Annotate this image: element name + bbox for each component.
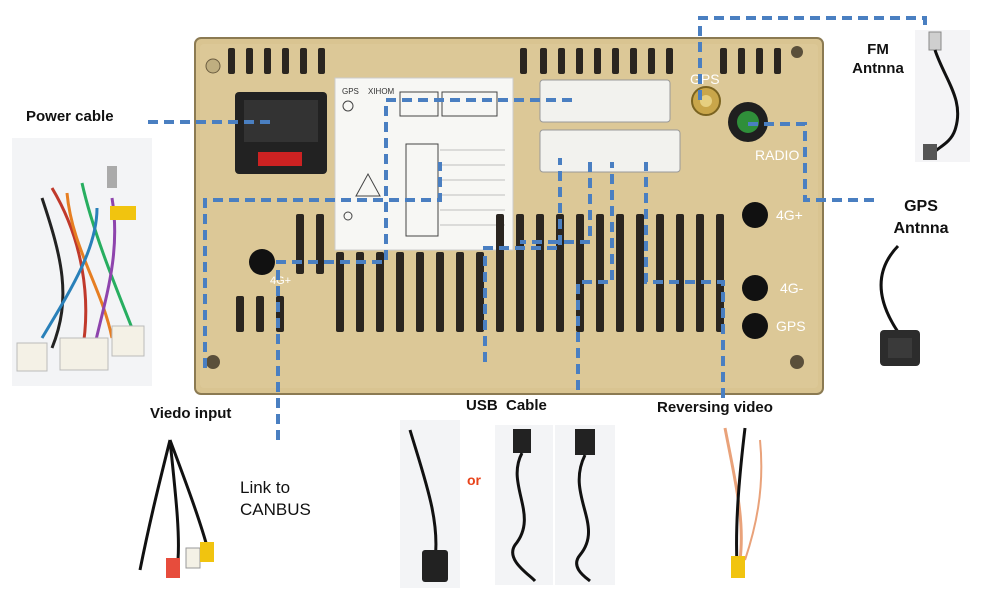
or-text: or	[467, 472, 481, 488]
gps-antenna-label: GPS Antnna	[893, 198, 949, 237]
mid-white-connector	[539, 129, 681, 173]
video-input-photo	[130, 430, 218, 585]
sticker-gps-text: GPS	[342, 87, 359, 96]
reversing-video-photo	[705, 420, 775, 582]
power-cable-photo	[12, 138, 152, 386]
port-left-4g	[249, 249, 275, 275]
leader-usb-b	[576, 162, 614, 390]
port-4g-plus-label: 4G+	[776, 207, 803, 223]
leader-fm	[698, 16, 927, 100]
leader-canbus	[276, 98, 572, 440]
leader-reversing	[644, 162, 725, 398]
leader-usb-c	[520, 162, 592, 244]
leader-video	[203, 162, 442, 368]
video-input-label: Viedo input	[150, 405, 232, 422]
port-gps-lower	[742, 313, 768, 339]
leader-usb-a	[483, 158, 562, 362]
sticker-brand-text: XIHOM	[368, 87, 395, 96]
top-white-connector	[539, 79, 671, 123]
port-gps-lower-label: GPS	[776, 318, 806, 334]
gps-antenna-photo	[868, 242, 930, 380]
port-4g-minus-label: 4G-	[780, 280, 804, 296]
port-left-4g-label: 4G+	[270, 275, 291, 287]
leader-gps	[748, 122, 875, 202]
port-4g-minus	[742, 275, 768, 301]
gps-port-label: GPS	[690, 71, 720, 87]
port-4g-plus	[742, 202, 768, 228]
usb-cable-photo-3	[555, 425, 615, 585]
fm-antenna-label: FM Antnna	[852, 41, 904, 77]
power-cable-label: Power cable	[26, 108, 114, 125]
lower-vents	[236, 214, 724, 332]
reversing-video-label: Reversing video	[657, 399, 773, 416]
usb-cable-photo-1	[400, 420, 460, 588]
leader-lines	[148, 16, 927, 440]
spec-sticker	[334, 77, 514, 251]
usb-cable-photo-2	[495, 425, 553, 585]
fm-antenna-photo	[915, 30, 970, 162]
top-vents	[228, 48, 781, 74]
radio-port-label: RADIO	[755, 147, 799, 163]
canbus-label: Link to CANBUS	[240, 478, 311, 519]
usb-cable-label: USB Cable	[466, 397, 547, 414]
